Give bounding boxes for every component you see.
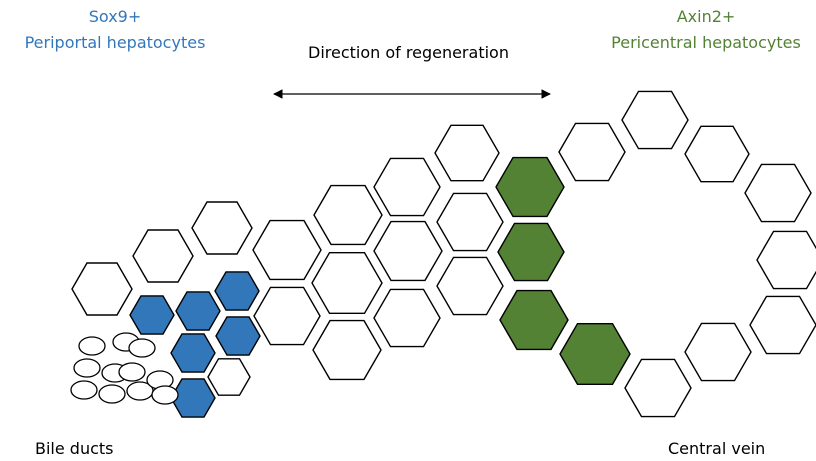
hepatocyte [744, 163, 812, 223]
sox9-subtitle: Periportal hepatocytes [24, 33, 206, 52]
hepatocyte [558, 122, 626, 182]
hepatocyte [253, 286, 321, 346]
sox9-hepatocyte [170, 333, 216, 373]
hepatocyte-cells [71, 90, 816, 418]
axin2-hepatocyte [497, 222, 565, 282]
hepatocyte [191, 201, 253, 255]
hepatocyte [373, 288, 441, 348]
sox9-hepatocyte [214, 271, 260, 311]
bile-duct [128, 338, 156, 358]
central-vein-label: Central vein [668, 439, 766, 458]
hepatocyte [207, 358, 251, 396]
bile-ducts [70, 332, 179, 405]
hepatocyte [436, 256, 504, 316]
bile-duct [151, 385, 179, 405]
hepatocyte [621, 90, 689, 150]
axin2-label: Axin2+ Pericentral hepatocytes [596, 6, 816, 54]
hepatocyte [312, 319, 382, 381]
axin2-subtitle: Pericentral hepatocytes [611, 33, 801, 52]
hepatocyte [373, 220, 443, 282]
bile-duct [70, 380, 98, 400]
hepatocyte [313, 184, 383, 246]
axin2-hepatocyte [559, 323, 631, 385]
hepatocyte [436, 192, 504, 252]
hepatocyte [311, 251, 383, 314]
hepatocyte [434, 124, 500, 182]
bile-ducts-label: Bile ducts [35, 439, 114, 458]
hepatocyte [684, 125, 750, 183]
hepatocyte [624, 358, 692, 418]
bile-duct [78, 336, 106, 356]
hepatocyte [373, 157, 441, 217]
sox9-hepatocyte [175, 291, 221, 331]
bile-duct [118, 362, 146, 382]
bile-duct [98, 384, 126, 404]
hepatocyte [252, 219, 322, 281]
axin2-title: Axin2+ [676, 7, 736, 26]
hepatocyte [684, 322, 752, 382]
sox9-hepatocyte [170, 378, 216, 418]
sox9-label: Sox9+ Periportal hepatocytes [0, 6, 230, 54]
hepatocyte [132, 229, 194, 283]
sox9-hepatocyte [129, 295, 175, 335]
axin2-hepatocyte [499, 289, 569, 351]
hepatocyte [756, 230, 816, 290]
bile-duct [73, 358, 101, 378]
hepatocyte [71, 262, 133, 316]
direction-label: Direction of regeneration [308, 43, 509, 62]
sox9-title: Sox9+ [88, 7, 142, 26]
axin2-hepatocyte [495, 156, 565, 218]
hepatocyte [749, 295, 816, 355]
sox9-hepatocyte [215, 316, 261, 356]
